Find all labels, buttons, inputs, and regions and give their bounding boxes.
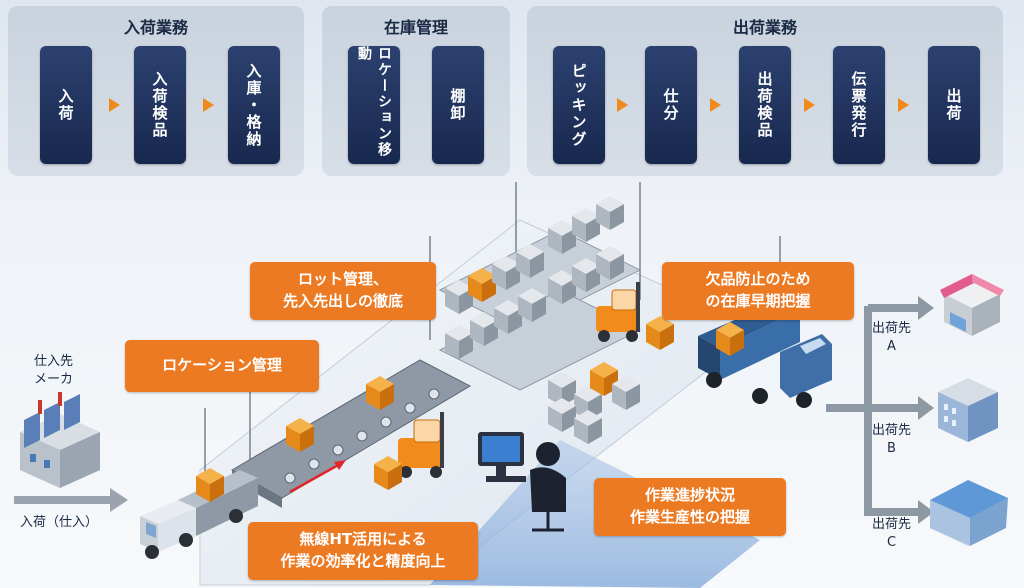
shortage-callout-line2: の在庫早期把握 [705, 292, 811, 310]
progress-callout-line1: 作業進捗状況 [644, 486, 735, 505]
truck-icon [698, 300, 832, 408]
step-storage: 入庫・格納 [228, 46, 280, 164]
arrow-icon [804, 98, 815, 112]
inbound-title: 入荷業務 [123, 18, 188, 37]
ht-callout-line1: 無線HT活用による [299, 530, 427, 549]
outbound-panel: 出荷業務 ピッキング 仕分 出荷検品 伝票発行 出荷 [527, 6, 1003, 176]
location-management-callout: ロケーション管理 [125, 340, 319, 392]
step-arrival-inspection: 入荷検品 [134, 46, 186, 164]
lot-callout-line2: 先入先出しの徹底 [282, 292, 403, 310]
arrow-icon [109, 98, 120, 112]
destination-a-id: A [887, 338, 896, 354]
arrow-icon [710, 98, 721, 112]
step-picking: ピッキング [553, 46, 605, 164]
forklift-icon [596, 282, 674, 350]
destination-c-text: 出荷先 [872, 517, 912, 532]
step-slip-issue: 伝票発行 [833, 46, 885, 164]
progress-callout-line2: 作業生産性の把握 [629, 508, 750, 526]
factory-icon [20, 392, 100, 488]
destination-c-label: 出荷先 C [872, 516, 911, 551]
computer-operator-icon [478, 432, 566, 532]
progress-tracking-callout: 作業進捗状況 作業生産性の把握 [594, 478, 786, 536]
wireless-ht-callout: 無線HT活用による 作業の効率化と精度向上 [248, 522, 478, 580]
arrow-icon [617, 98, 628, 112]
destination-a-text: 出荷先 [872, 321, 912, 336]
inbound-arrow-label: 入荷（仕入） [20, 515, 99, 530]
inbound-panel: 入荷業務 入荷 入荷検品 入庫・格納 [8, 6, 304, 176]
supplier-line2: メーカ [34, 371, 74, 387]
step-arrival: 入荷 [40, 46, 92, 164]
location-callout-line1: ロケーション管理 [162, 356, 282, 375]
lot-management-callout: ロット管理、 先入先出しの徹底 [250, 262, 436, 320]
truck-icon [140, 468, 258, 559]
store-icon [940, 274, 1004, 336]
office-building-icon [938, 378, 998, 442]
step-location-move: ロケーション移動 [348, 46, 400, 164]
arrow-icon [203, 98, 214, 112]
step-stocktaking: 棚卸 [432, 46, 484, 164]
step-sorting: 仕分 [645, 46, 697, 164]
shortage-prevention-callout: 欠品防止のため の在庫早期把握 [662, 262, 854, 320]
lot-callout-line1: ロット管理、 [297, 270, 388, 289]
step-shipping-inspection: 出荷検品 [739, 46, 791, 164]
supplier-label: 仕入先 メーカ [34, 353, 73, 388]
destination-b-id: B [887, 440, 896, 456]
step-shipping: 出荷 [928, 46, 980, 164]
forklift-icon [374, 412, 444, 490]
outbound-title: 出荷業務 [732, 18, 797, 37]
supplier-line1: 仕入先 [34, 354, 74, 369]
destination-b-text: 出荷先 [872, 423, 912, 438]
inventory-title: 在庫管理 [383, 18, 448, 37]
destination-a-label: 出荷先 A [872, 320, 911, 355]
ht-callout-line2: 作業の効率化と精度向上 [280, 552, 446, 570]
destination-b-label: 出荷先 B [872, 422, 911, 457]
inventory-panel: 在庫管理 ロケーション移動 棚卸 [322, 6, 510, 176]
warehouse-building-icon [930, 480, 1008, 546]
destination-c-id: C [886, 534, 897, 550]
shortage-callout-line1: 欠品防止のため [705, 270, 811, 289]
arrow-icon [898, 98, 909, 112]
